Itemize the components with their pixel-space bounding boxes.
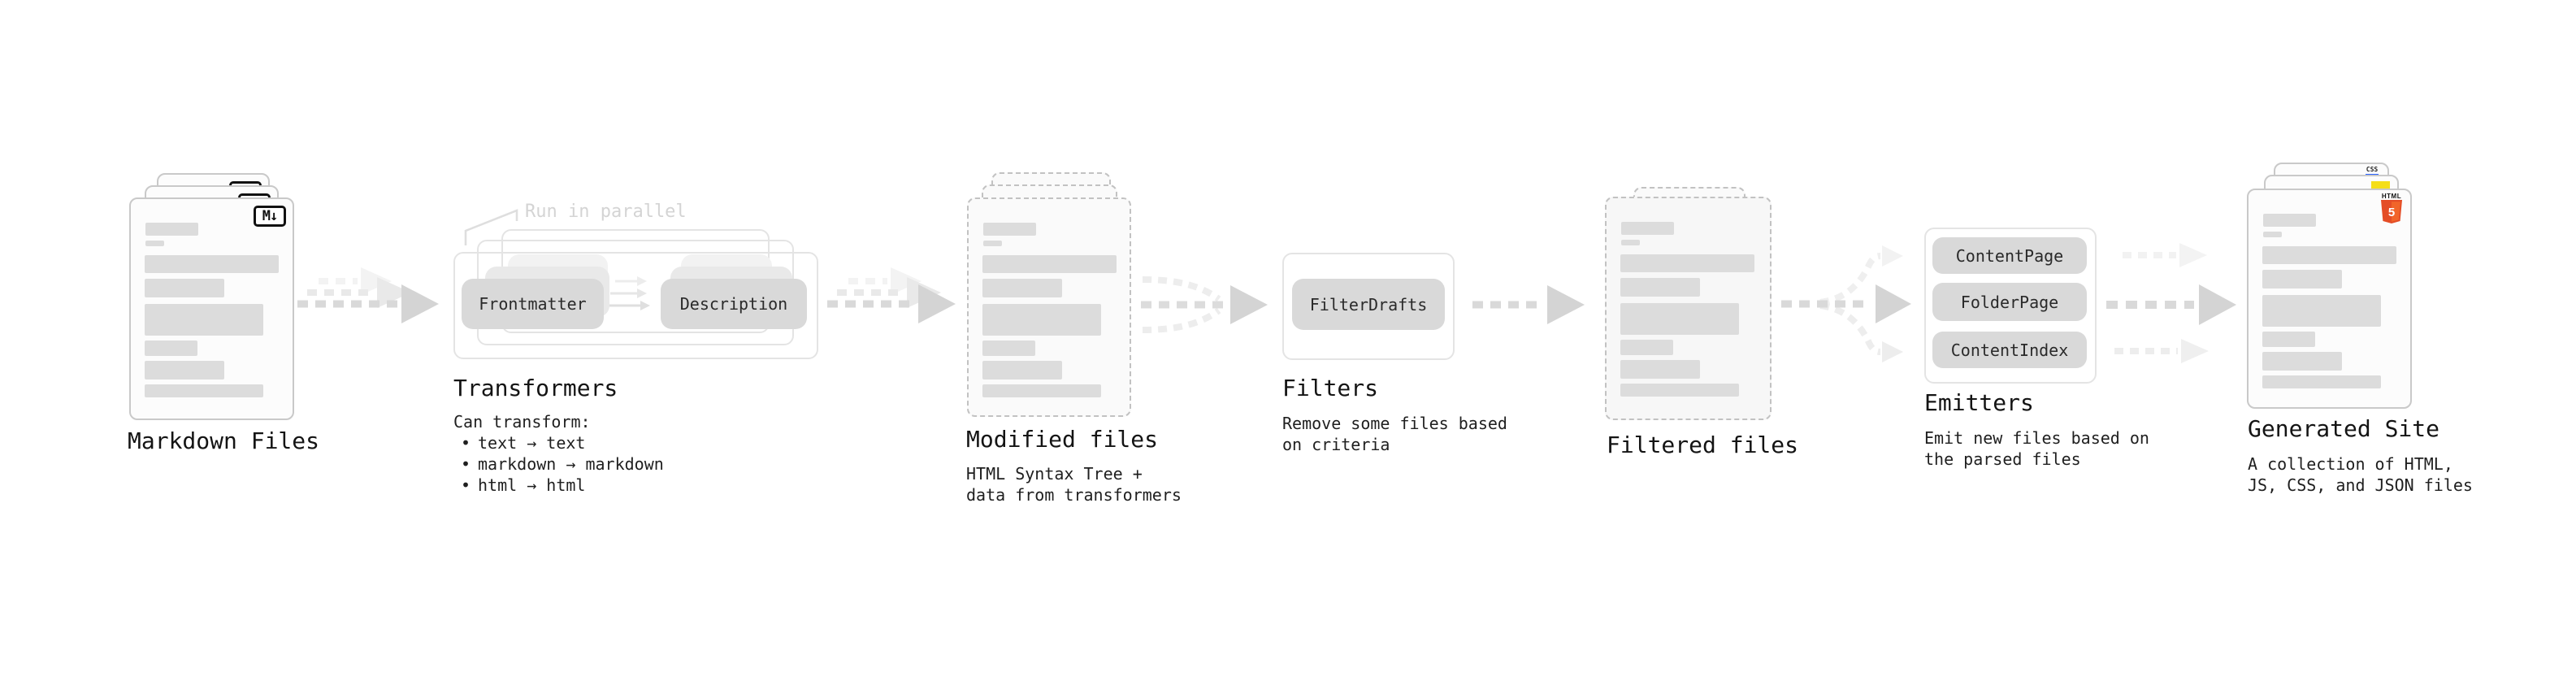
generated-site-description: A collection of HTML, JS, CSS, and JSON … bbox=[2248, 453, 2473, 496]
bullet-char: • bbox=[460, 433, 471, 453]
filtered-file-card-front bbox=[1605, 197, 1772, 420]
subtitle-line: on criteria bbox=[1282, 435, 1390, 454]
text-skeleton-bar bbox=[1620, 254, 1754, 272]
subtitle-line: data from transformers bbox=[966, 485, 1182, 505]
frontmatter-pill: Frontmatter bbox=[462, 279, 604, 329]
stage-title-filtered-files: Filtered files bbox=[1607, 432, 1799, 458]
css-icon-label: CSS bbox=[2366, 166, 2379, 173]
text-skeleton-bar bbox=[982, 255, 1117, 273]
markdown-icon: M↓ bbox=[254, 206, 286, 227]
html5-icon-label: HTML bbox=[2381, 193, 2402, 200]
transformers-bullet-3: • html → html bbox=[453, 475, 664, 496]
text-skeleton-bar bbox=[1620, 384, 1739, 397]
text-skeleton-bar bbox=[145, 361, 224, 380]
arrow-markdown-to-transformers bbox=[297, 267, 439, 323]
text-skeleton-bar bbox=[1621, 240, 1640, 245]
text-skeleton-bar bbox=[2262, 375, 2381, 388]
text-skeleton-bar bbox=[145, 384, 263, 397]
filterdrafts-pill: FilterDrafts bbox=[1292, 279, 1445, 330]
bullet-text: html → html bbox=[478, 475, 586, 495]
text-skeleton-bar bbox=[1620, 278, 1700, 297]
emitters-description: Emit new files based on the parsed files bbox=[1924, 427, 2149, 470]
arrow-transformers-to-modified bbox=[827, 267, 956, 323]
markdown-file-card-front: M↓ bbox=[129, 197, 294, 420]
transformers-bullet-2: • markdown → markdown bbox=[453, 453, 664, 475]
arrow-filtered-to-emitters bbox=[1781, 245, 1911, 362]
run-in-parallel-annotation: Run in parallel bbox=[525, 202, 687, 222]
text-skeleton-bar bbox=[2262, 246, 2396, 264]
text-skeleton-bar bbox=[145, 279, 224, 297]
text-skeleton-bar bbox=[2263, 214, 2316, 227]
text-skeleton-bar bbox=[982, 340, 1035, 356]
text-skeleton-bar bbox=[145, 304, 263, 336]
text-skeleton-bar bbox=[982, 279, 1062, 297]
text-skeleton-bar bbox=[983, 241, 1002, 246]
html5-icon: HTML 5 bbox=[2381, 193, 2402, 228]
text-skeleton-bar bbox=[145, 223, 198, 236]
text-skeleton-bar bbox=[1620, 360, 1700, 379]
subtitle-line: HTML Syntax Tree + bbox=[966, 464, 1143, 484]
contentpage-pill: ContentPage bbox=[1932, 237, 2087, 274]
bullet-char: • bbox=[460, 454, 471, 474]
text-skeleton-bar bbox=[1620, 340, 1673, 355]
subtitle-line: JS, CSS, and JSON files bbox=[2248, 475, 2473, 495]
stage-title-transformers: Transformers bbox=[453, 375, 618, 401]
filters-description: Remove some files based on criteria bbox=[1282, 413, 1507, 455]
text-skeleton-bar bbox=[145, 241, 164, 246]
stage-title-modified-files: Modified files bbox=[966, 426, 1159, 453]
bullet-text: markdown → markdown bbox=[478, 454, 664, 474]
text-skeleton-bar bbox=[2262, 270, 2342, 288]
text-skeleton-bar bbox=[1620, 303, 1739, 335]
text-skeleton-bar bbox=[2262, 352, 2342, 371]
stage-title-markdown-files: Markdown Files bbox=[128, 427, 320, 454]
contentindex-pill: ContentIndex bbox=[1932, 332, 2087, 368]
svg-text:5: 5 bbox=[2388, 206, 2395, 219]
subtitle-line: A collection of HTML, bbox=[2248, 454, 2453, 474]
text-skeleton-bar bbox=[2263, 232, 2282, 237]
transformer-run-box-front bbox=[453, 252, 818, 359]
subtitle-line: Emit new files based on bbox=[1924, 428, 2149, 448]
stage-title-emitters: Emitters bbox=[1924, 389, 2034, 416]
text-skeleton-bar bbox=[2262, 332, 2315, 347]
bullet-char: • bbox=[460, 475, 471, 495]
transformers-description: Can transform: • text → text • markdown … bbox=[453, 411, 664, 496]
modified-files-description: HTML Syntax Tree + data from transformer… bbox=[966, 463, 1182, 505]
transformers-subtitle: Can transform: bbox=[453, 412, 591, 432]
stage-title-filters: Filters bbox=[1282, 375, 1379, 401]
html5-shield: 5 bbox=[2381, 200, 2402, 223]
text-skeleton-bar bbox=[982, 361, 1062, 380]
text-skeleton-bar bbox=[982, 384, 1101, 397]
text-skeleton-bar bbox=[982, 304, 1101, 336]
text-skeleton-bar bbox=[145, 255, 279, 273]
arrow-filters-to-filtered bbox=[1472, 285, 1585, 324]
description-pill: Description bbox=[661, 279, 807, 329]
modified-file-card-front bbox=[967, 197, 1131, 417]
transformers-bullet-1: • text → text bbox=[453, 432, 664, 453]
text-skeleton-bar bbox=[983, 223, 1036, 236]
text-skeleton-bar bbox=[145, 340, 197, 356]
text-skeleton-bar bbox=[2262, 295, 2381, 327]
subtitle-line: Remove some files based bbox=[1282, 414, 1507, 433]
text-skeleton-bar bbox=[1621, 222, 1674, 235]
stage-title-generated-site: Generated Site bbox=[2248, 415, 2440, 442]
bullet-text: text → text bbox=[478, 433, 586, 453]
arrow-emitters-to-generated bbox=[2106, 243, 2236, 363]
folderpage-pill: FolderPage bbox=[1932, 283, 2087, 321]
subtitle-line: the parsed files bbox=[1924, 449, 2081, 469]
arrow-modified-to-filters bbox=[1141, 276, 1268, 333]
generated-html-card: HTML 5 bbox=[2247, 189, 2412, 409]
